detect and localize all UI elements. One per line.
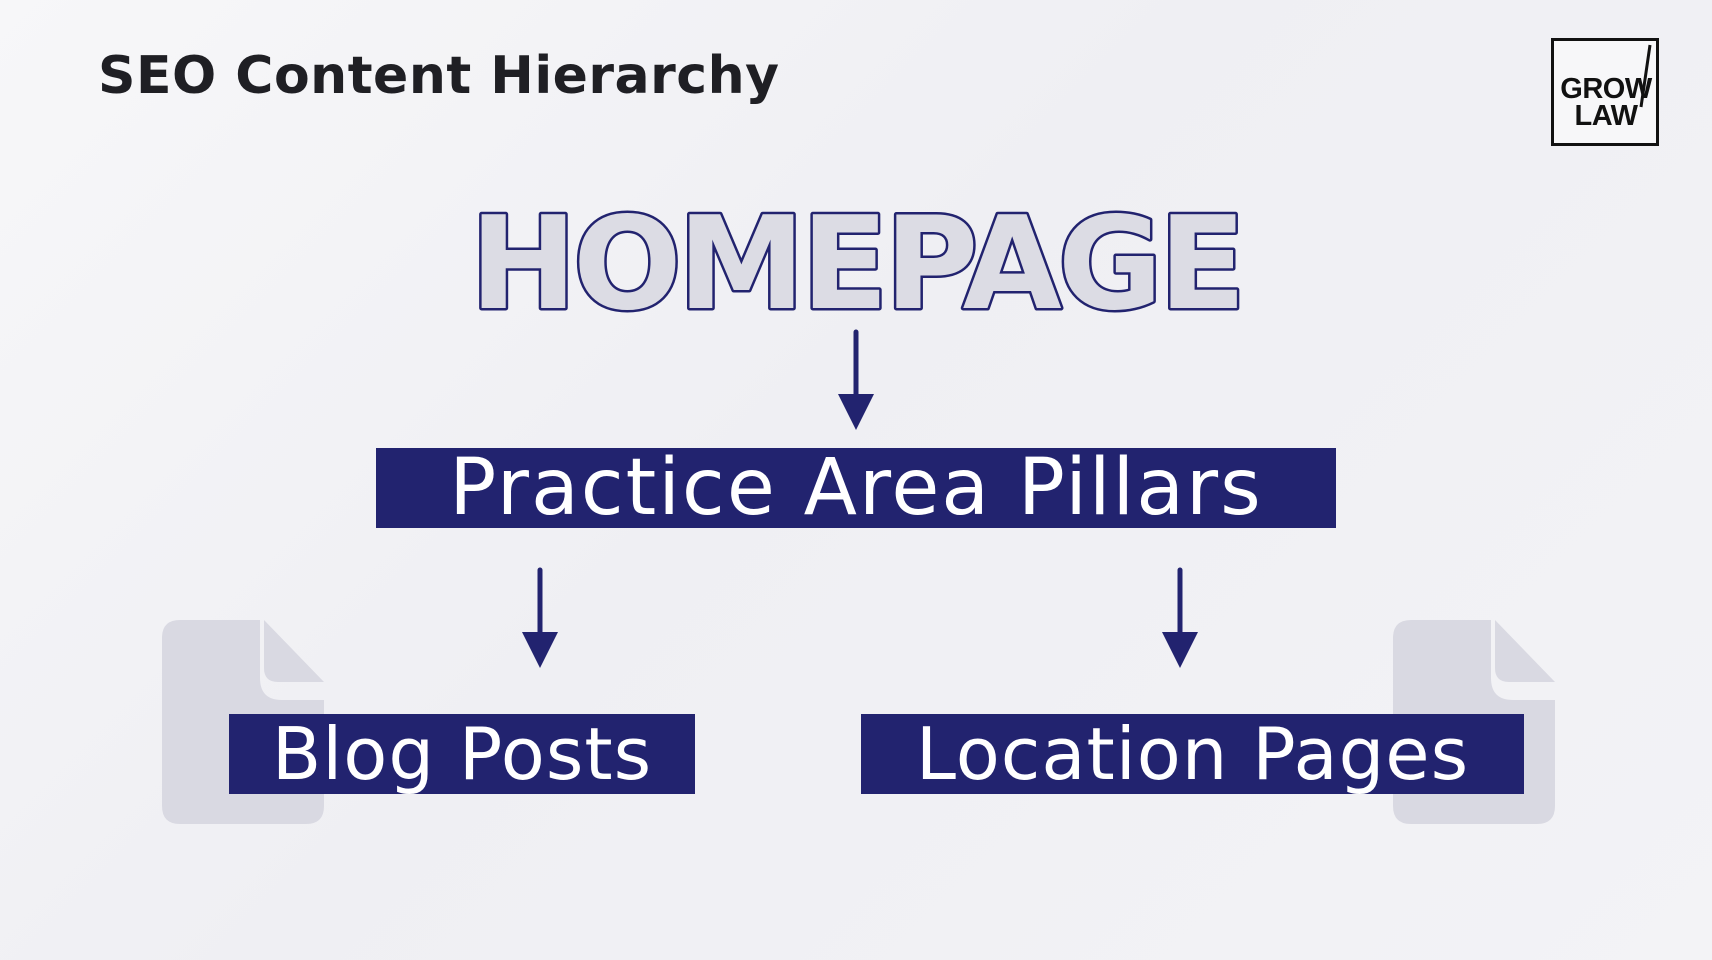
logo-text-line1: GROW <box>1560 73 1652 105</box>
homepage-node: HOMEPAGE <box>467 196 1248 326</box>
arrow-down-icon <box>838 329 874 430</box>
location-pages-node: Location Pages <box>861 714 1524 794</box>
blog-posts-node: Blog Posts <box>229 714 695 794</box>
arrow-down-icon <box>522 567 558 668</box>
grow-law-logo: GROW LAW <box>1551 38 1659 146</box>
logo-slash-mark <box>1639 44 1652 108</box>
practice-area-pillars-node: Practice Area Pillars <box>376 448 1336 528</box>
homepage-label: HOMEPAGE <box>470 196 1242 326</box>
logo-text-line2: LAW <box>1574 100 1638 132</box>
arrow-down-icon <box>1162 567 1198 668</box>
page-title: SEO Content Hierarchy <box>98 46 780 106</box>
